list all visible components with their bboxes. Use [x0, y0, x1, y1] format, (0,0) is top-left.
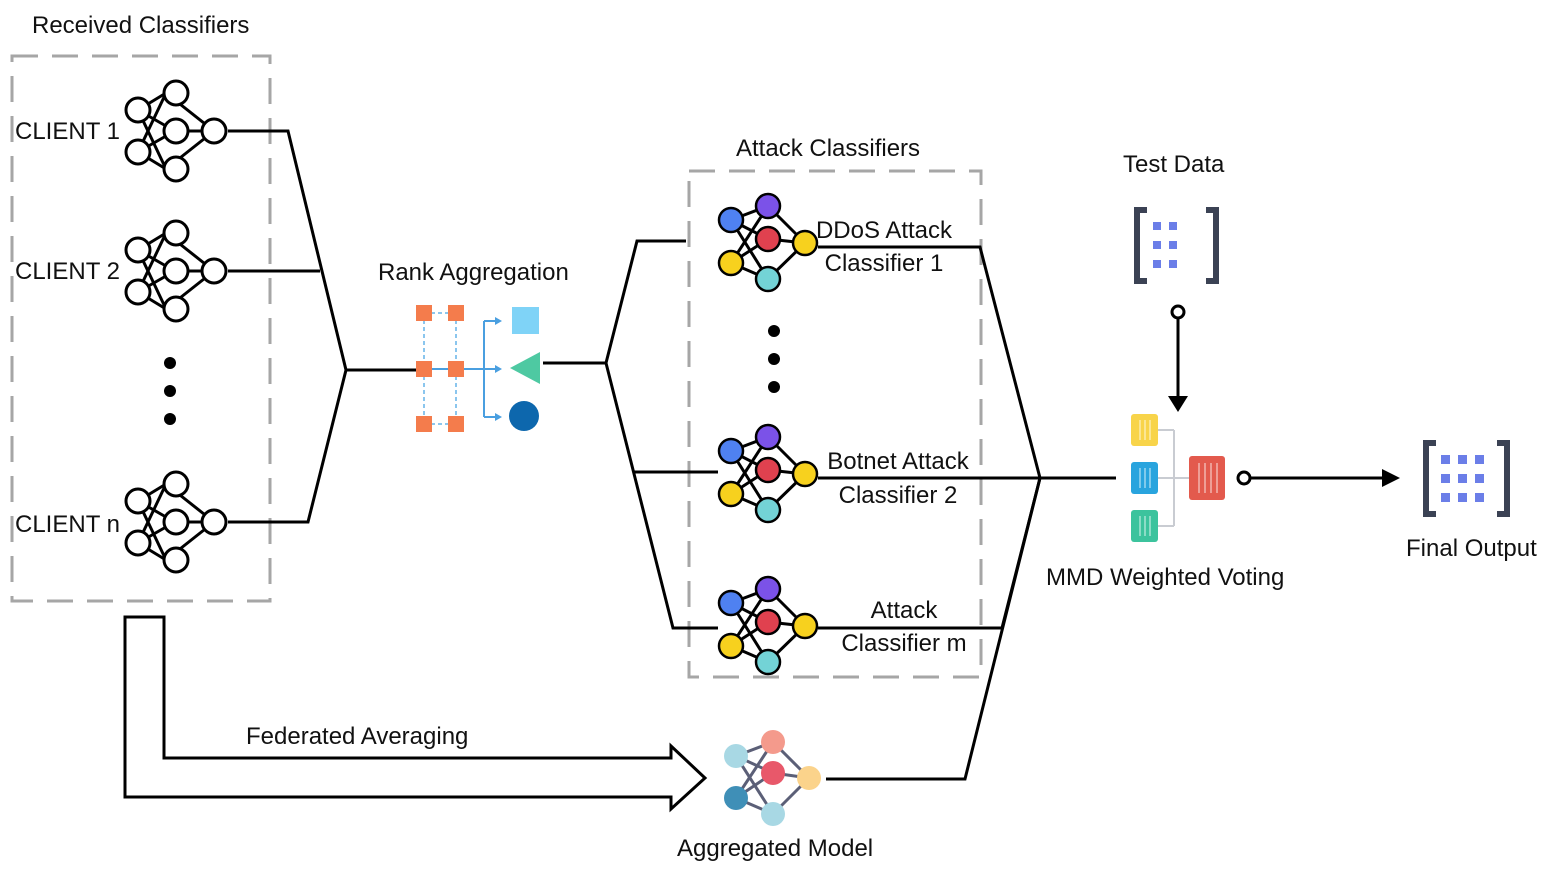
classifier-ellipsis — [768, 325, 780, 393]
rank-to-attack-lines — [543, 239, 718, 630]
attack-m-classifier-label-line1: Attack — [870, 597, 938, 624]
final-output-label: Final Output — [1406, 535, 1537, 562]
client-n-label: CLIENT n — [15, 511, 120, 538]
federated-averaging-label: Federated Averaging — [246, 723, 469, 750]
attack-classifiers-box — [687, 169, 983, 679]
client-1-network-icon — [124, 79, 228, 183]
botnet-classifier-network-icon — [717, 423, 819, 524]
ddos-classifier-label-line2: Classifier 1 — [824, 250, 944, 277]
classifier-output-lines — [818, 245, 1116, 781]
botnet-classifier-label-line2: Classifier 2 — [838, 482, 958, 509]
test-data-arrow — [1168, 304, 1188, 412]
mmd-weighted-voting-label: MMD Weighted Voting — [1046, 564, 1285, 591]
client-n-network-icon — [124, 470, 228, 574]
rank-aggregation-label: Rank Aggregation — [378, 259, 569, 286]
client-1-label: CLIENT 1 — [15, 118, 120, 145]
aggregated-model-label: Aggregated Model — [677, 835, 874, 862]
output-arrow — [1236, 469, 1400, 487]
rank-aggregation-icon — [416, 305, 540, 432]
test-data-label: Test Data — [1123, 151, 1225, 178]
received-classifiers-box — [10, 54, 272, 603]
received-classifiers-title: Received Classifiers — [32, 12, 250, 39]
federated-averaging-arrow — [123, 615, 708, 813]
aggregated-model-network-icon — [724, 730, 821, 826]
ddos-classifier-label-line1: DDoS Attack — [815, 217, 953, 244]
client-ellipsis — [164, 357, 176, 425]
attack-classifiers-title: Attack Classifiers — [736, 135, 921, 162]
final-output-icon — [1423, 440, 1510, 517]
botnet-classifier-label-line1: Botnet Attack — [827, 448, 969, 475]
clients-merge-lines — [228, 129, 416, 524]
attack-m-classifier-network-icon — [717, 575, 819, 676]
ddos-classifier-network-icon — [717, 192, 819, 293]
client-2-network-icon — [124, 219, 228, 323]
attack-m-classifier-label-line2: Classifier m — [841, 630, 967, 657]
test-data-icon — [1134, 207, 1219, 284]
client-2-label: CLIENT 2 — [15, 258, 120, 285]
mmd-weighted-voting-icon — [1131, 414, 1225, 542]
